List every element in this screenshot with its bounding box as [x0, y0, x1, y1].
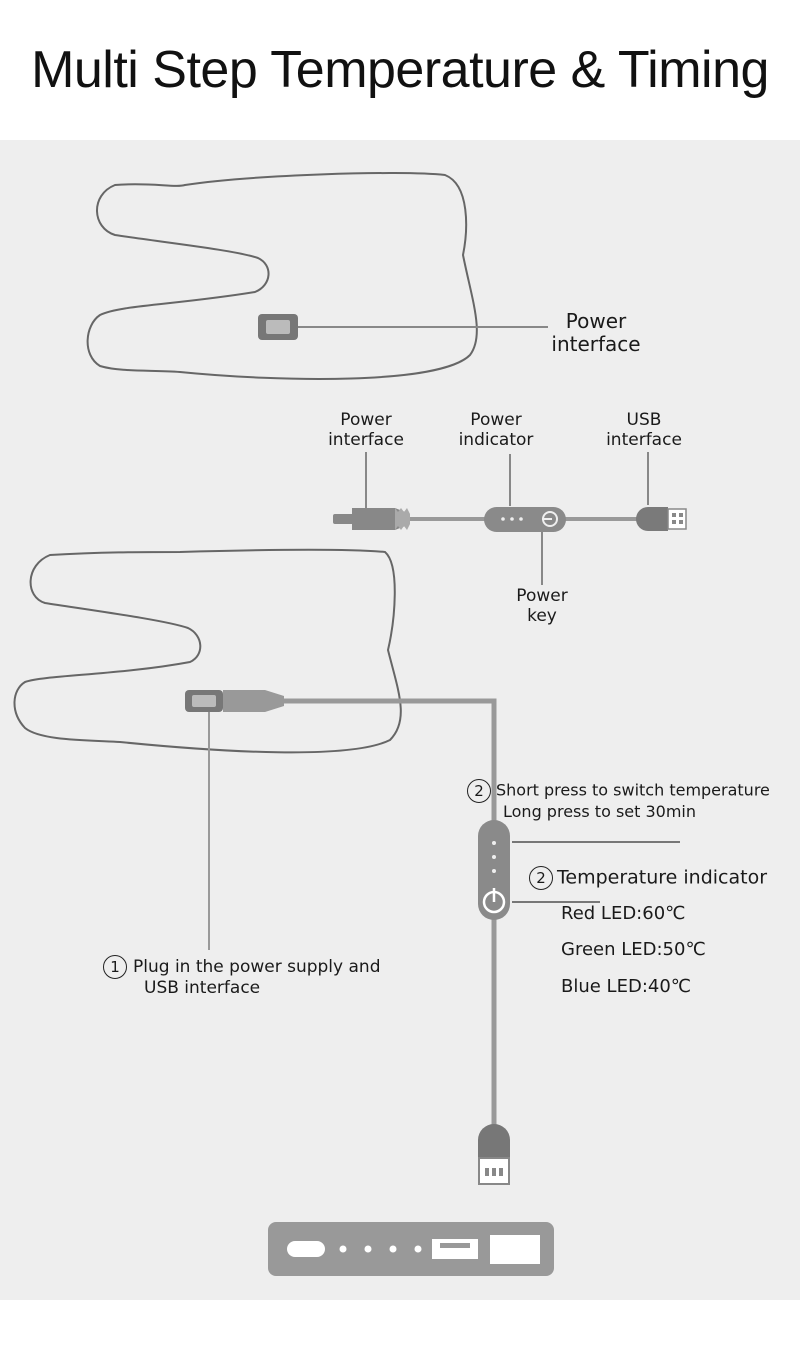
led-green-level: Green LED:50℃: [561, 939, 706, 960]
step1-line2: USB interface: [144, 978, 261, 998]
step2-press-number: 2: [467, 779, 491, 803]
step1-callout: 1 Plug in the power supply and USB interf…: [103, 955, 380, 999]
cable-usb-plug: [636, 507, 668, 531]
bottom-heating-pad-outline: [13, 548, 402, 754]
step2-press-line1: Short press to switch temperature: [496, 780, 770, 800]
page-title: Multi Step Temperature & Timing: [31, 41, 769, 99]
label-cable-power-indicator: Power indicator: [458, 410, 534, 450]
label-cable-usb-interface: USB interface: [606, 410, 682, 450]
led-red-level: Red LED:60℃: [561, 903, 686, 924]
label-cable-power-interface: Power interface: [328, 410, 404, 450]
bottom-usb-plug: [478, 1124, 510, 1158]
top-heating-pad-outline: [86, 172, 478, 380]
step1-number: 1: [103, 955, 127, 979]
footer: [0, 1300, 800, 1346]
label-top-power-interface: Power interface: [551, 309, 641, 356]
step2-indicator-number: 2: [529, 866, 553, 890]
bottom-cable: [284, 698, 497, 1125]
step2-press-line2: Long press to set 30min: [503, 802, 697, 821]
cable-controller: [484, 507, 566, 532]
bottom-power-plug: [223, 690, 284, 712]
power-bank: [268, 1222, 554, 1276]
step2-indicator-title: Temperature indicator: [557, 866, 768, 889]
power-bank-usb-port: [432, 1239, 478, 1259]
led-blue-level: Blue LED:40℃: [561, 976, 691, 997]
label-cable-power-key: Power key: [516, 586, 568, 626]
header: Multi Step Temperature & Timing: [0, 0, 800, 140]
step1-line1: Plug in the power supply and: [133, 957, 381, 977]
